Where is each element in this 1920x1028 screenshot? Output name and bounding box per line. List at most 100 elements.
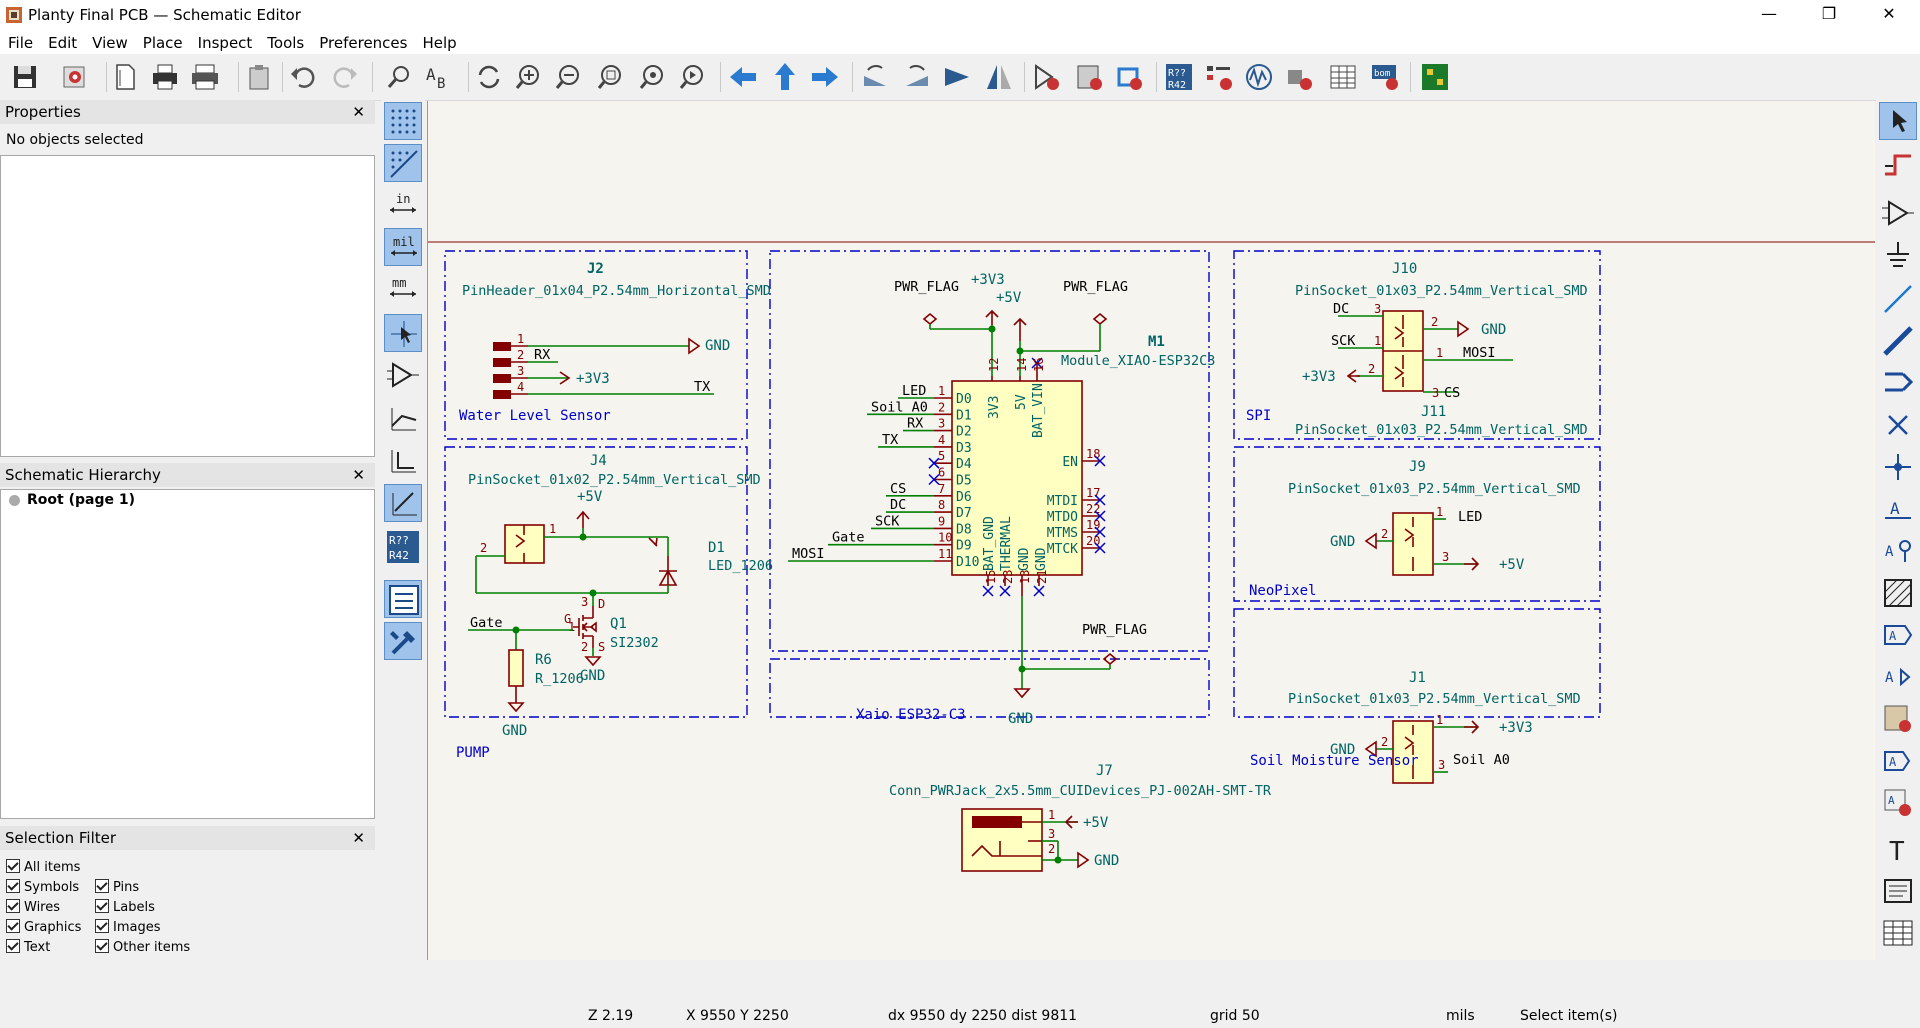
gnd-symbol-icon[interactable] bbox=[688, 337, 701, 355]
xiao-block-label[interactable]: Xaio ESP32-C3 bbox=[856, 707, 966, 723]
rotate-cw-icon[interactable] bbox=[900, 60, 934, 94]
add-rule-area-icon[interactable] bbox=[1879, 574, 1917, 612]
net-label-rx[interactable]: RX bbox=[907, 416, 923, 432]
pwr-flag-right-icon[interactable] bbox=[1092, 312, 1108, 326]
r6-value[interactable]: R_1206 bbox=[535, 671, 584, 687]
annotate-tool-icon[interactable]: R??R42 bbox=[384, 528, 422, 566]
q1-value[interactable]: SI2302 bbox=[610, 635, 659, 651]
sync-sheet-pins-icon[interactable]: A bbox=[1879, 784, 1917, 822]
line-mode-90-icon[interactable] bbox=[384, 442, 422, 480]
pwr-flag-left-icon[interactable] bbox=[922, 312, 938, 326]
page-settings-icon[interactable] bbox=[108, 60, 142, 94]
gnd-symbol-icon[interactable] bbox=[1364, 532, 1377, 550]
q1-mosfet-symbol[interactable] bbox=[573, 606, 594, 648]
gnd-symbol-icon[interactable] bbox=[1364, 740, 1377, 758]
mirror-vertical-icon[interactable] bbox=[940, 60, 974, 94]
close-button[interactable]: ✕ bbox=[1882, 4, 1896, 23]
net-label-sck[interactable]: SCK bbox=[875, 513, 900, 529]
pcb-editor-icon[interactable] bbox=[1418, 60, 1452, 94]
line-mode-45-icon[interactable] bbox=[384, 484, 422, 522]
mirror-horizontal-icon[interactable] bbox=[982, 60, 1016, 94]
add-sheet-icon[interactable] bbox=[1879, 700, 1917, 738]
q1-ref[interactable]: Q1 bbox=[610, 616, 627, 632]
add-table-icon[interactable] bbox=[1879, 914, 1917, 952]
undo-icon[interactable] bbox=[286, 60, 320, 94]
j2-rx-label[interactable]: RX bbox=[534, 347, 550, 363]
simulator-icon[interactable] bbox=[1242, 60, 1276, 94]
hierarchy-root-item[interactable]: Root (page 1) bbox=[27, 492, 135, 508]
filter-other-items[interactable]: Other items bbox=[95, 939, 190, 955]
import-sheet-pin-icon[interactable]: A bbox=[1879, 742, 1917, 780]
menu-preferences[interactable]: Preferences bbox=[319, 34, 408, 52]
net-label-tx[interactable]: TX bbox=[882, 432, 898, 448]
m1-ref[interactable]: M1 bbox=[1148, 334, 1165, 350]
net-label-dc[interactable]: DC bbox=[890, 497, 906, 513]
paste-icon[interactable] bbox=[242, 60, 276, 94]
v5-symbol-icon[interactable] bbox=[1464, 557, 1480, 571]
add-bus-entry-icon[interactable] bbox=[1879, 364, 1917, 402]
water-level-block-label[interactable]: Water Level Sensor bbox=[459, 408, 611, 424]
checkbox-icon[interactable] bbox=[95, 899, 109, 913]
r6-resistor-symbol[interactable] bbox=[508, 649, 524, 687]
maximize-button[interactable]: ❐ bbox=[1821, 4, 1837, 23]
j11-value[interactable]: PinSocket_01x03_P2.54mm_Vertical_SMD bbox=[1295, 422, 1588, 438]
add-no-connect-icon[interactable] bbox=[1879, 406, 1917, 444]
gnd-symbol-icon[interactable] bbox=[507, 702, 525, 713]
j4-value[interactable]: PinSocket_01x02_P2.54mm_Vertical_SMD bbox=[468, 472, 761, 488]
spi-block-label[interactable]: SPI bbox=[1246, 408, 1271, 424]
menu-place[interactable]: Place bbox=[142, 34, 183, 52]
m1-value[interactable]: Module_XIAO-ESP32C3 bbox=[1061, 353, 1215, 369]
neopixel-block-label[interactable]: NeoPixel bbox=[1249, 583, 1316, 599]
hierarchy-close-icon[interactable]: ✕ bbox=[352, 466, 365, 484]
refresh-icon[interactable] bbox=[472, 60, 506, 94]
bom-icon[interactable]: bom bbox=[1368, 60, 1402, 94]
j4-ref[interactable]: J4 bbox=[590, 453, 607, 469]
selection-filter-close-icon[interactable]: ✕ bbox=[352, 829, 365, 847]
filter-images[interactable]: Images bbox=[95, 919, 161, 935]
v33-symbol-icon[interactable] bbox=[1346, 369, 1360, 383]
hidden-pins-icon[interactable] bbox=[384, 356, 422, 394]
minimize-button[interactable]: — bbox=[1761, 4, 1777, 23]
zoom-out-icon[interactable] bbox=[552, 60, 586, 94]
highlight-net-icon[interactable] bbox=[1879, 144, 1917, 182]
rotate-ccw-icon[interactable] bbox=[858, 60, 892, 94]
r6-ref[interactable]: R6 bbox=[535, 652, 552, 668]
find-icon[interactable] bbox=[382, 60, 416, 94]
j1-value[interactable]: PinSocket_01x03_P2.54mm_Vertical_SMD bbox=[1288, 691, 1581, 707]
v33-symbol-icon[interactable] bbox=[559, 371, 571, 385]
j2-tx-label[interactable]: TX bbox=[694, 379, 710, 395]
d1-value[interactable]: LED_1206 bbox=[708, 558, 773, 574]
menu-view[interactable]: View bbox=[92, 34, 128, 52]
j10-value[interactable]: PinSocket_01x03_P2.54mm_Vertical_SMD bbox=[1295, 283, 1588, 299]
neopixel-led-label[interactable]: LED bbox=[1458, 509, 1482, 525]
d1-led-symbol[interactable] bbox=[658, 556, 678, 586]
net-label-cs[interactable]: CS bbox=[890, 481, 906, 497]
j2-pin4-pad[interactable] bbox=[493, 390, 511, 399]
j2-pin2-pad[interactable] bbox=[493, 358, 511, 367]
spi-dc-label[interactable]: DC bbox=[1333, 301, 1349, 317]
add-symbol-icon[interactable] bbox=[1879, 194, 1917, 232]
checkbox-icon[interactable] bbox=[95, 919, 109, 933]
add-netclass-flag-icon[interactable]: A bbox=[1879, 532, 1917, 570]
symbol-editor-icon[interactable] bbox=[1030, 60, 1064, 94]
add-hier-label-icon[interactable]: A bbox=[1879, 658, 1917, 696]
redo-icon[interactable] bbox=[328, 60, 362, 94]
checkbox-icon[interactable] bbox=[6, 919, 20, 933]
symbol-fields-table-icon[interactable] bbox=[1326, 60, 1360, 94]
properties-close-icon[interactable]: ✕ bbox=[352, 103, 365, 121]
d1-ref[interactable]: D1 bbox=[708, 540, 725, 556]
j9-ref[interactable]: J9 bbox=[1409, 459, 1426, 475]
pwr-flag-right-label[interactable]: PWR_FLAG bbox=[1063, 279, 1128, 295]
j2-pin1-pad[interactable] bbox=[493, 342, 511, 351]
menu-tools[interactable]: Tools bbox=[267, 34, 305, 52]
m1-module-body[interactable] bbox=[951, 380, 1083, 576]
add-textbox-icon[interactable] bbox=[1879, 872, 1917, 910]
j10-ref[interactable]: J10 bbox=[1392, 261, 1417, 277]
gnd-symbol-icon[interactable] bbox=[1457, 320, 1470, 338]
gnd-symbol-icon[interactable] bbox=[1013, 688, 1031, 699]
schematic-canvas[interactable]: .w { stroke:#008000; stroke-width:1.6; f… bbox=[427, 101, 1875, 960]
assign-footprints-icon[interactable] bbox=[1282, 60, 1316, 94]
plot-icon[interactable] bbox=[188, 60, 222, 94]
menu-help[interactable]: Help bbox=[422, 34, 457, 52]
navigate-back-icon[interactable] bbox=[726, 60, 760, 94]
